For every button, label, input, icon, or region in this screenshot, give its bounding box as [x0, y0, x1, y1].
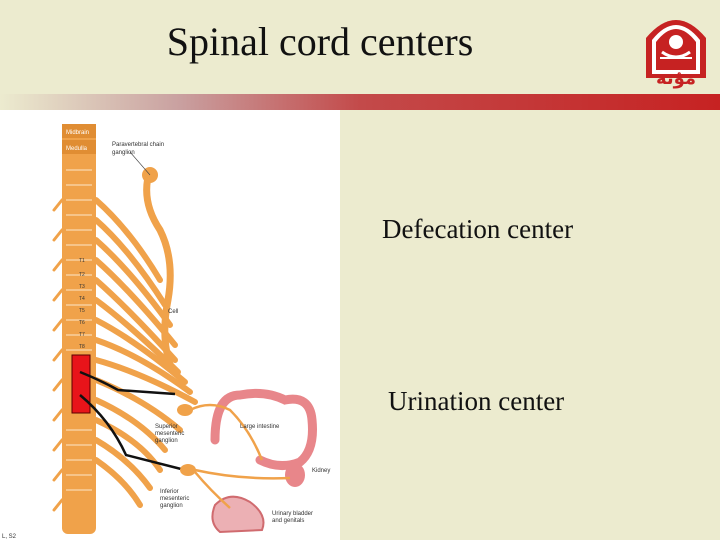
segment-label: T1 — [79, 258, 85, 264]
mesenteric-label: mesenteric — [155, 431, 184, 437]
spinal-figure: Midbrain Medulla T1 T2 T3 T4 T5 T6 T7 T8 — [0, 110, 340, 540]
connector-line-2 — [79, 394, 186, 472]
segment-label: T5 — [79, 308, 85, 314]
ganglion-label-3: ganglion — [160, 503, 183, 509]
medulla-label: Medulla — [66, 146, 88, 152]
kidney — [285, 463, 305, 487]
left-nerves — [52, 198, 64, 512]
segment-label: T2 — [79, 272, 85, 278]
title-divider — [0, 94, 720, 110]
superior-mesenteric-ganglion — [177, 404, 193, 416]
logo-text: ﻣﯘﺗﻪ — [655, 68, 697, 89]
segment-label: T6 — [79, 320, 85, 326]
ganglion-label: ganglion — [112, 150, 135, 156]
segment-label: T4 — [79, 296, 85, 302]
corner-label: L, S2 — [2, 534, 17, 540]
mesenteric-label-2: mesenteric — [160, 496, 189, 502]
segment-marks — [66, 169, 92, 491]
urination-center-label: Urination center — [388, 386, 565, 416]
segment-label: T8 — [79, 344, 85, 350]
large-intestine-label: Large intestine — [240, 424, 280, 430]
inferior-mesenteric-ganglion — [180, 464, 196, 476]
paravertebral-chain — [143, 168, 176, 372]
superior-label: Superior — [155, 424, 178, 430]
kidney-label: Kidney — [312, 468, 330, 474]
urinary-label-1: Urinary bladder — [272, 511, 313, 517]
midbrain-block — [62, 124, 96, 138]
cell-label: Cell — [168, 309, 178, 315]
segment-labels: T1 T2 T3 T4 T5 T6 T7 T8 — [79, 258, 85, 350]
logo: ﻣﯘﺗﻪ — [638, 8, 714, 90]
large-intestine — [210, 388, 317, 470]
center-highlight — [71, 354, 91, 414]
paravertebral-label: Paravertebral chain — [112, 142, 164, 148]
medulla-block — [62, 140, 96, 154]
spinal-column — [62, 124, 96, 534]
defecation-center-label: Defecation center — [382, 214, 574, 244]
connector-line-1 — [79, 370, 176, 396]
midbrain-label: Midbrain — [66, 130, 89, 136]
crest-icon — [646, 20, 706, 78]
urinary-bladder — [211, 495, 265, 534]
page-title: Spinal cord centers — [166, 19, 474, 64]
urinary-label-2: and genitals — [272, 518, 304, 524]
segment-label: T7 — [79, 332, 85, 338]
segment-label: T3 — [79, 284, 85, 290]
ganglion-label-2: ganglion — [155, 438, 178, 444]
inferior-label: Inferior — [160, 489, 179, 495]
